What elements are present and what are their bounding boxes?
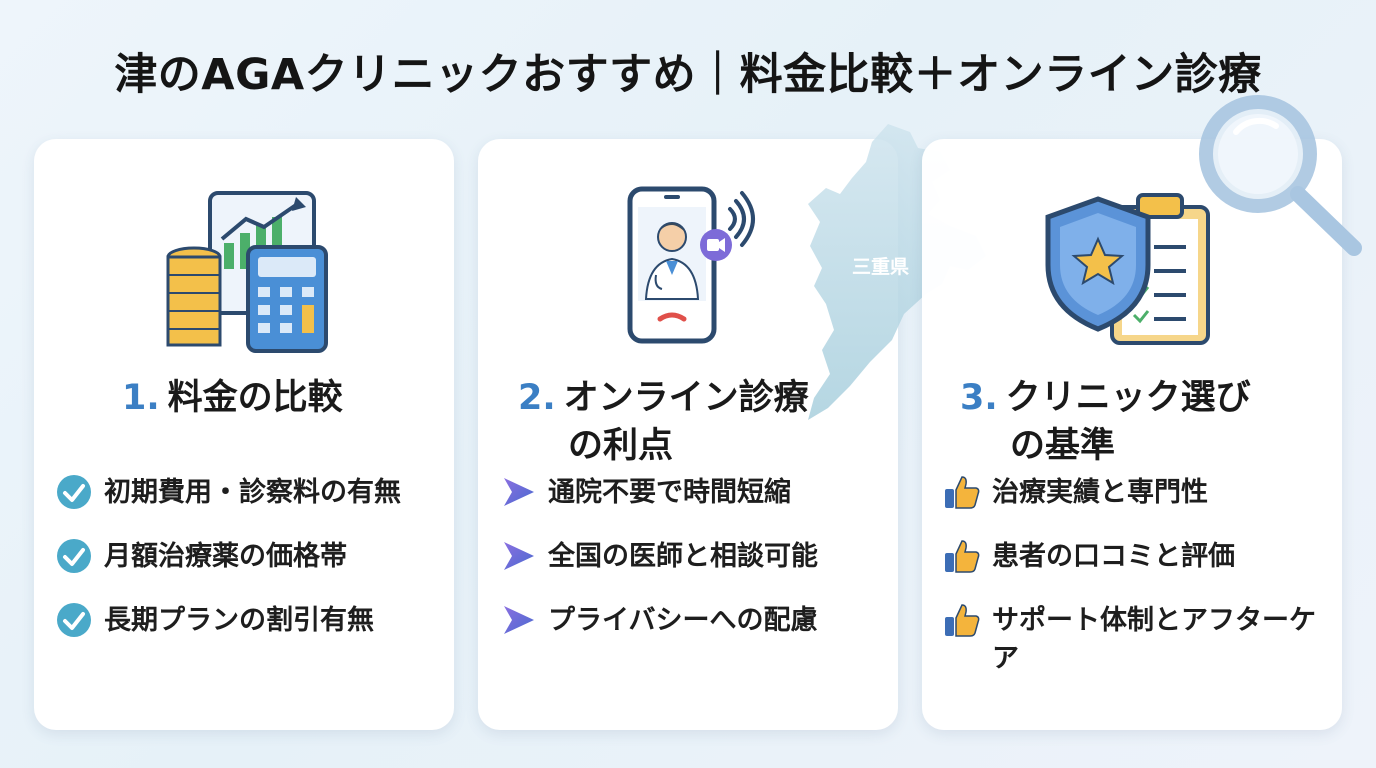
list-item: 月額治療薬の価格帯 bbox=[54, 539, 444, 604]
list-item: 治療実績と専門性 bbox=[942, 476, 1332, 540]
check-circle-icon bbox=[57, 603, 91, 637]
list-item: 全国の医師と相談可能 bbox=[498, 540, 888, 604]
list-item: 通院不要で時間短縮 bbox=[498, 476, 888, 540]
thumbs-up-icon bbox=[945, 540, 980, 573]
card-heading-text-line2: の基準 bbox=[1010, 426, 1116, 466]
list-item: 患者の口コミと評価 bbox=[942, 540, 1332, 604]
list-item-text: 全国の医師と相談可能 bbox=[548, 541, 818, 572]
calculator-chart-coins-icon bbox=[166, 191, 328, 353]
card-bullet-list: 通院不要で時間短縮 全国の医師と相談可能 プライバシーへの配慮 bbox=[498, 476, 888, 668]
shield-clipboard-icon bbox=[1045, 193, 1210, 345]
list-item-text: 治療実績と専門性 bbox=[992, 477, 1208, 508]
thumbs-up-icon bbox=[945, 604, 980, 637]
list-item-text: 初期費用・診察料の有無 bbox=[104, 477, 401, 508]
list-item-text: サポート体制とアフターケア bbox=[992, 605, 1316, 674]
list-item-text: 長期プランの割引有無 bbox=[104, 605, 374, 636]
card-heading: 3.クリニック選び の基準 bbox=[960, 374, 1251, 470]
thumbs-up-icon bbox=[945, 476, 980, 509]
card-heading-text: オンライン診療 bbox=[563, 378, 809, 418]
list-item: 長期プランの割引有無 bbox=[54, 603, 444, 668]
list-item: 初期費用・診察料の有無 bbox=[54, 475, 444, 540]
list-item-text: 患者の口コミと評価 bbox=[992, 541, 1235, 572]
card-pricing: 1.料金の比較 初期費用・診察料の有無 月額治療薬の価格帯 長期プランの割引有無 bbox=[34, 139, 454, 730]
check-circle-icon bbox=[57, 475, 91, 509]
card-heading-text: クリニック選び bbox=[1005, 378, 1251, 418]
card-number: 2. bbox=[518, 378, 556, 418]
card-bullet-list: 治療実績と専門性 患者の口コミと評価 サポート体制とアフターケア bbox=[942, 476, 1332, 674]
card-bullet-list: 初期費用・診察料の有無 月額治療薬の価格帯 長期プランの割引有無 bbox=[54, 475, 444, 668]
map-label: 三重県 bbox=[852, 256, 910, 278]
list-item-text: 月額治療薬の価格帯 bbox=[104, 541, 347, 572]
mie-prefecture-map bbox=[808, 124, 986, 420]
check-circle-icon bbox=[57, 539, 91, 573]
card-number: 3. bbox=[960, 378, 998, 418]
page-title: 津のAGAクリニックおすすめ｜料金比較＋オンライン診療 bbox=[114, 50, 1262, 100]
magnifier-icon bbox=[1199, 95, 1362, 256]
arrow-pointer-icon bbox=[504, 478, 534, 506]
smartphone-doctor-video-icon bbox=[627, 186, 755, 344]
card-heading-text: 料金の比較 bbox=[167, 378, 343, 418]
arrow-pointer-icon bbox=[504, 542, 534, 570]
list-item: プライバシーへの配慮 bbox=[498, 604, 888, 668]
card-heading: 2.オンライン診療 の利点 bbox=[518, 374, 809, 470]
list-item-text: プライバシーへの配慮 bbox=[548, 605, 818, 636]
list-item: サポート体制とアフターケア bbox=[942, 604, 1332, 674]
list-item-text: 通院不要で時間短縮 bbox=[548, 477, 791, 508]
card-heading-text-line2: の利点 bbox=[568, 426, 674, 466]
arrow-pointer-icon bbox=[504, 606, 534, 634]
card-heading: 1.料金の比較 bbox=[122, 374, 343, 422]
card-clinic-criteria: 3.クリニック選び の基準 治療実績と専門性 患者の口コミと評価 サポート体制と… bbox=[922, 139, 1342, 730]
card-number: 1. bbox=[122, 378, 160, 418]
